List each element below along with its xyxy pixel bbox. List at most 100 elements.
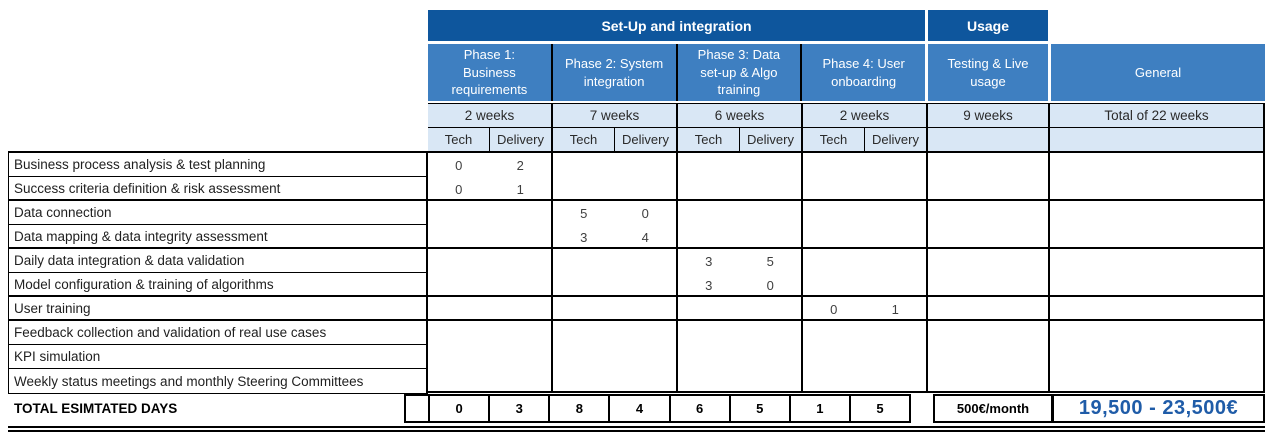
- phase3-days-cell: [678, 297, 803, 319]
- testing-cell: [928, 321, 1050, 391]
- phase4-days-cell: [803, 201, 928, 247]
- day-value: 0: [830, 301, 838, 317]
- duration-phase-3: 6 weeks: [678, 104, 803, 127]
- phase-header-row: Phase 1: Business requirements Phase 2: …: [428, 44, 925, 101]
- task-row-label: Data mapping & data integrity assessment: [9, 225, 426, 249]
- subcolumns-general-empty: [1050, 128, 1265, 151]
- phase1-days-cell: [428, 201, 553, 247]
- phase3-days-cell: [678, 321, 803, 391]
- delivery-header: Delivery: [490, 128, 551, 151]
- phase1-days-cell: [428, 249, 553, 295]
- total-day-cells: 0 3 8 4 6 5 1 5: [404, 394, 911, 423]
- day-grid: 0 2 0 1 5 0 3 4: [428, 151, 1265, 393]
- day-value: 0: [641, 205, 649, 221]
- total-day-value: 3: [488, 396, 548, 421]
- phase4-days-cell: [803, 321, 928, 391]
- task-row-label: Model configuration & training of algori…: [9, 273, 426, 297]
- total-day-value: 5: [848, 396, 909, 421]
- usage-cost-cell: 500€/month: [933, 394, 1053, 423]
- phase4-days-cell: [803, 249, 928, 295]
- delivery-header: Delivery: [615, 128, 676, 151]
- day-value: 4: [641, 229, 649, 245]
- general-cell: [1050, 201, 1265, 247]
- phase4-days-cell: [803, 153, 928, 199]
- header-phase-2: Phase 2: System integration: [550, 44, 676, 101]
- tech-header: Tech: [803, 128, 865, 151]
- subcolumn-header-row: Tech Delivery Tech Delivery Tech Deliver…: [428, 128, 1265, 151]
- tech-header: Tech: [678, 128, 740, 151]
- phase4-days-cell: 0 1: [803, 297, 928, 319]
- total-price-range: 19,500 - 23,500€: [1052, 394, 1265, 423]
- general-cell: [1050, 249, 1265, 295]
- general-cell: [1050, 153, 1265, 199]
- total-day-value: 0: [428, 396, 488, 421]
- testing-cell: [928, 201, 1050, 247]
- task-row-label: User training: [9, 297, 426, 321]
- duration-general: Total of 22 weeks: [1050, 104, 1265, 127]
- task-row-label: Business process analysis & test plannin…: [9, 153, 426, 177]
- duration-phase-4: 2 weeks: [803, 104, 928, 127]
- task-row-label: Feedback collection and validation of re…: [9, 321, 426, 345]
- day-value: 5: [766, 253, 774, 269]
- day-value: 1: [516, 181, 524, 197]
- phase1-days-cell: [428, 321, 553, 391]
- header-testing-live-usage: Testing & Live usage: [928, 44, 1048, 101]
- phase2-days-cell: [553, 297, 678, 319]
- day-value: 0: [455, 157, 463, 173]
- total-row-label: TOTAL ESIMTATED DAYS: [14, 401, 178, 416]
- day-value: 3: [580, 229, 588, 245]
- duration-phase-2: 7 weeks: [553, 104, 678, 127]
- header-phase-1: Phase 1: Business requirements: [428, 44, 551, 101]
- day-value: 0: [455, 181, 463, 197]
- delivery-header: Delivery: [740, 128, 801, 151]
- phase3-days-cell: [678, 153, 803, 199]
- total-day-value: 4: [608, 396, 668, 421]
- subcolumns-phase-4: Tech Delivery: [803, 128, 928, 151]
- phase2-days-cell: [553, 153, 678, 199]
- phase2-days-cell: 5 0 3 4: [553, 201, 678, 247]
- phase3-days-cell: 3 5 3 0: [678, 249, 803, 295]
- task-row-label: Success criteria definition & risk asses…: [9, 177, 426, 201]
- duration-testing: 9 weeks: [928, 104, 1050, 127]
- day-value: 5: [580, 205, 588, 221]
- total-day-value: 1: [788, 396, 849, 421]
- general-cell: [1050, 297, 1265, 319]
- header-general: General: [1051, 44, 1265, 101]
- task-row-label: Data connection: [9, 201, 426, 225]
- task-label-column: Business process analysis & test plannin…: [8, 151, 428, 394]
- testing-cell: [928, 249, 1050, 295]
- task-row-label: Weekly status meetings and monthly Steer…: [14, 373, 364, 389]
- duration-phase-1: 2 weeks: [428, 104, 553, 127]
- delivery-header: Delivery: [865, 128, 926, 151]
- block-row-7: 0 1: [428, 297, 1265, 321]
- general-cell: [1050, 321, 1265, 391]
- testing-cell: [928, 153, 1050, 199]
- total-spacer-cell: [406, 396, 428, 421]
- day-value: 1: [891, 301, 899, 317]
- subcolumns-phase-2: Tech Delivery: [553, 128, 678, 151]
- total-day-value: 6: [668, 396, 729, 421]
- phase3-days-cell: [678, 201, 803, 247]
- header-group-usage: Usage: [928, 10, 1048, 41]
- task-row-label: Daily data integration & data validation: [9, 249, 426, 273]
- bottom-double-rule: [8, 426, 1265, 432]
- total-day-value: 5: [728, 396, 789, 421]
- day-value: 3: [705, 277, 713, 293]
- block-rows-1-2: 0 2 0 1: [428, 153, 1265, 201]
- testing-cell: [928, 297, 1050, 319]
- tech-header: Tech: [553, 128, 615, 151]
- phase1-days-cell: 0 2 0 1: [428, 153, 553, 199]
- subcolumns-phase-1: Tech Delivery: [428, 128, 553, 151]
- header-phase-4: Phase 4: User onboarding: [800, 44, 925, 101]
- phase2-days-cell: [553, 249, 678, 295]
- block-rows-3-4: 5 0 3 4: [428, 201, 1265, 249]
- header-phase-3: Phase 3: Data set-up & Algo training: [675, 44, 801, 101]
- block-rows-5-6: 3 5 3 0: [428, 249, 1265, 297]
- subcolumns-phase-3: Tech Delivery: [678, 128, 803, 151]
- day-value: 3: [705, 253, 713, 269]
- phase2-days-cell: [553, 321, 678, 391]
- day-value: 2: [516, 157, 524, 173]
- tech-header: Tech: [428, 128, 490, 151]
- phase1-days-cell: [428, 297, 553, 319]
